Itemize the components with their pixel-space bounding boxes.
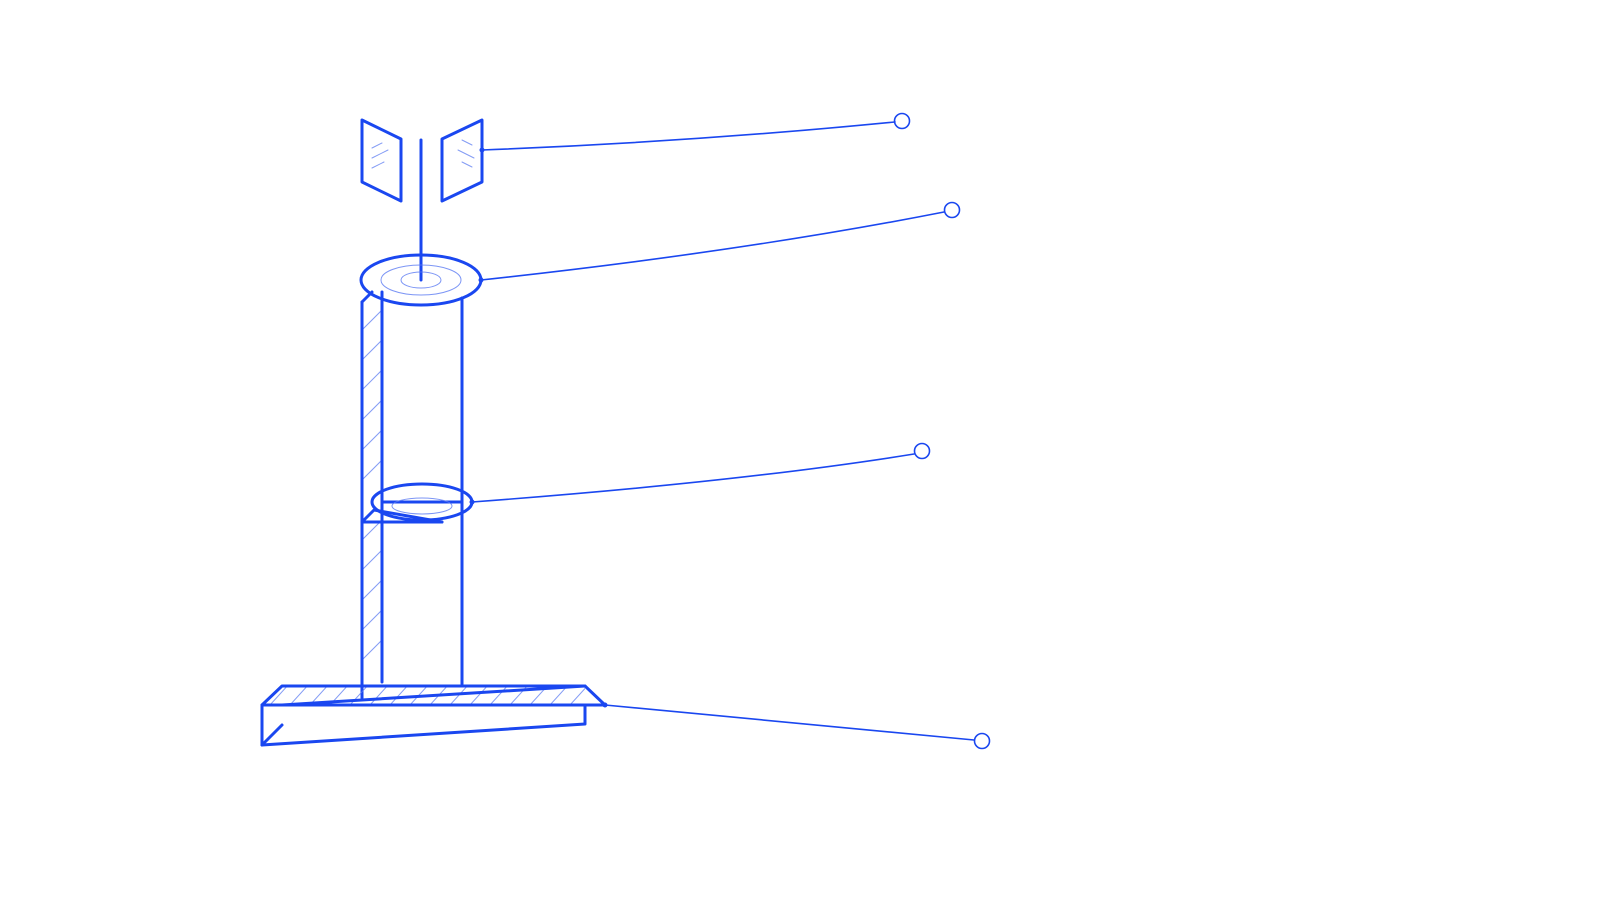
base-plate-front bbox=[260, 703, 587, 747]
callout-middle-collar-leader bbox=[471, 453, 915, 503]
callout-blades-leader bbox=[481, 121, 896, 151]
blades bbox=[360, 118, 484, 203]
pillar-mid-bevel bbox=[360, 508, 444, 524]
top-disc-ring-outer bbox=[380, 264, 462, 296]
callout-middle-collar-anchor-dot bbox=[469, 499, 475, 505]
top-disc-ring-inner bbox=[400, 271, 442, 289]
callout-base-plate bbox=[602, 702, 991, 750]
base-plate-inner-diagonal bbox=[280, 684, 587, 707]
callout-top-disc-anchor-dot bbox=[478, 277, 484, 283]
right-blade-hatch bbox=[457, 139, 475, 168]
pillar-upper-bottom bbox=[380, 496, 464, 504]
callout-blades bbox=[479, 112, 911, 153]
callout-blades-marker[interactable] bbox=[893, 112, 911, 130]
callout-middle-collar-marker[interactable] bbox=[913, 442, 931, 460]
pillar bbox=[360, 290, 464, 700]
middle-collar-ring bbox=[391, 497, 453, 515]
callout-base-plate-leader bbox=[604, 704, 975, 741]
right-blade bbox=[440, 118, 484, 203]
base-plate bbox=[260, 684, 607, 747]
left-blade bbox=[360, 118, 403, 203]
callout-top-disc bbox=[478, 201, 961, 283]
callout-base-plate-marker[interactable] bbox=[973, 732, 991, 750]
callouts bbox=[469, 112, 991, 750]
callout-top-disc-marker[interactable] bbox=[943, 201, 961, 219]
pillar-side-hatch bbox=[362, 299, 382, 661]
callout-blades-anchor-dot bbox=[479, 147, 485, 153]
left-blade-hatch bbox=[371, 142, 389, 169]
base-plate-left-bevel bbox=[260, 723, 284, 747]
callout-base-plate-anchor-dot bbox=[602, 702, 608, 708]
callout-top-disc-leader bbox=[480, 211, 945, 281]
callout-middle-collar bbox=[469, 442, 931, 505]
